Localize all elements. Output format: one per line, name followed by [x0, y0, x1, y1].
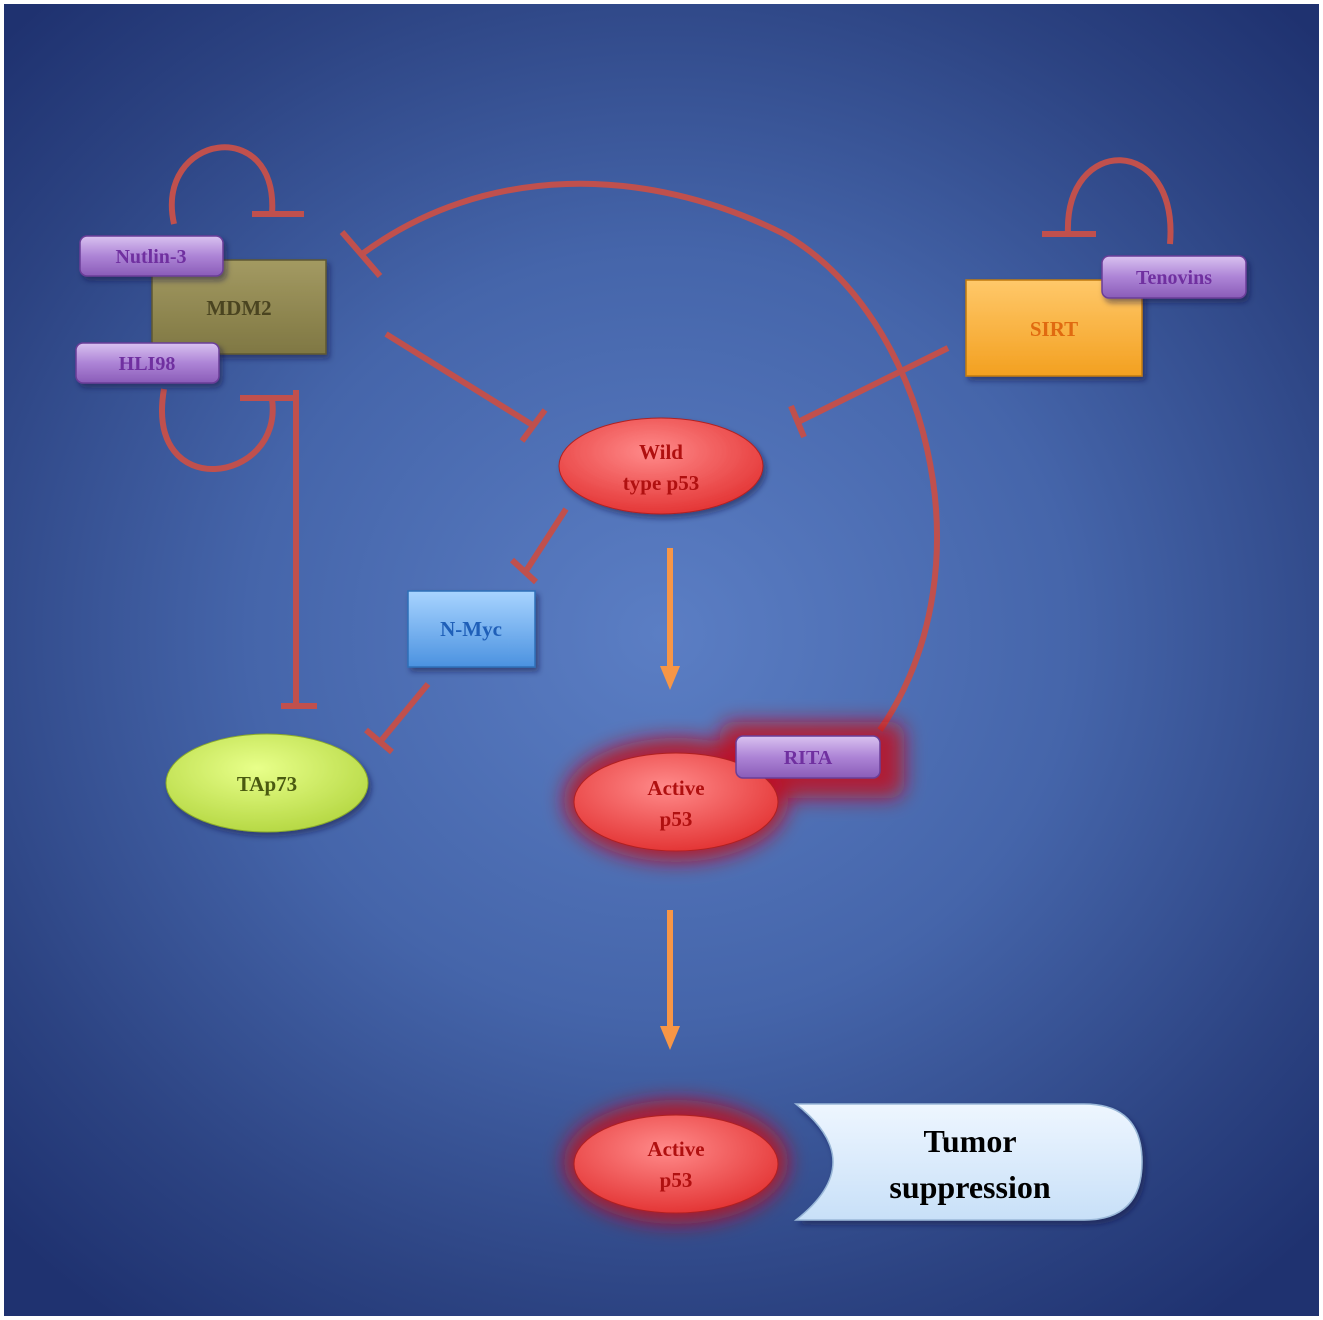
sirt-to-wild-p53-line — [796, 345, 950, 425]
mdm2-label: MDM2 — [206, 296, 271, 320]
tumor-label-line1: Tumor — [923, 1123, 1016, 1159]
wild-to-active-arrowhead — [660, 666, 680, 690]
rita-label: RITA — [784, 747, 833, 769]
nmyc-to-tap73-bar — [364, 727, 394, 755]
mdm2-to-wild-p53-bar — [519, 408, 548, 443]
wild-p53-to-nmyc-line — [523, 507, 569, 573]
tap73-label: TAp73 — [237, 772, 297, 796]
active-p53-1-label-line1: Active — [647, 776, 704, 800]
nmyc-label: N-Myc — [440, 617, 502, 641]
wild-p53-label-line1: Wild — [639, 440, 683, 464]
active-to-active-arrowhead — [660, 1026, 680, 1050]
mdm2-top-self-loop — [168, 144, 276, 225]
hli98-badge: HLI98 — [75, 342, 220, 384]
tumor-suppression-box: Tumor suppression — [793, 1103, 1143, 1221]
pathway-diagram: MDM2 Nutlin-3 HLI98 SIRT Tenovins Wild t… — [75, 144, 1247, 1224]
active-p53-2-label-line1: Active — [647, 1137, 704, 1161]
tenovins-badge: Tenovins — [1101, 255, 1247, 299]
wild-p53-to-nmyc-bar — [509, 557, 539, 585]
tenovins-label: Tenovins — [1136, 267, 1212, 289]
wild-type-p53-node: Wild type p53 — [558, 417, 764, 515]
nmyc-node: N-Myc — [407, 590, 536, 668]
hli98-label: HLI98 — [119, 353, 176, 375]
nutlin3-label: Nutlin-3 — [115, 246, 186, 268]
diagram-background: MDM2 Nutlin-3 HLI98 SIRT Tenovins Wild t… — [4, 4, 1319, 1316]
active-p53-2-node: Active p53 — [573, 1114, 779, 1214]
active-p53-1-node: Active p53 — [573, 752, 779, 852]
sirt-self-loop — [1064, 157, 1174, 245]
rita-to-mdm2-bar — [339, 230, 383, 278]
rita-badge: RITA — [735, 735, 881, 779]
nmyc-to-tap73-line — [377, 682, 431, 744]
wild-p53-label-line2: type p53 — [623, 471, 699, 495]
tap73-node: TAp73 — [165, 733, 369, 833]
rita-to-mdm2-arc — [360, 180, 940, 732]
sirt-to-wild-p53-bar — [788, 404, 807, 439]
tumor-label-line2: suppression — [889, 1169, 1050, 1205]
active-p53-2-label-line2: p53 — [660, 1168, 693, 1192]
mdm2-bottom-self-loop — [159, 388, 276, 472]
sirt-label: SIRT — [1030, 317, 1078, 341]
active-p53-1-label-line2: p53 — [660, 807, 693, 831]
mdm2-to-wild-p53-line — [384, 331, 536, 429]
nutlin3-badge: Nutlin-3 — [79, 235, 224, 277]
